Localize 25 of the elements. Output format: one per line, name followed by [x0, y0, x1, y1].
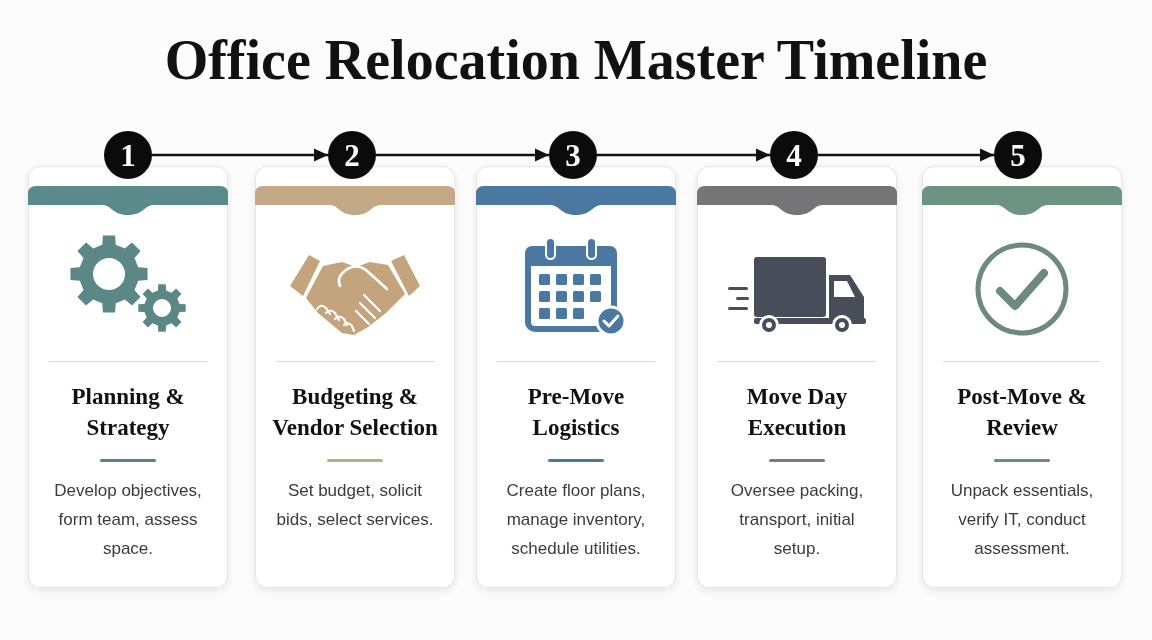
- step-description: Develop objectives, form team, assess space.: [53, 480, 203, 560]
- step-card: [922, 166, 1122, 588]
- arrow: [818, 148, 994, 162]
- step-heading: Post-Move & Review: [956, 383, 1088, 442]
- title: Office Relocation Master Timeline: [164, 28, 988, 92]
- step-number-circle: 4: [770, 131, 818, 179]
- step-heading: Planning & Strategy: [70, 383, 186, 442]
- step-description: Unpack essentials, verify IT, conduct assessment.: [949, 480, 1095, 560]
- step-description: Set budget, solicit bids, select services.: [275, 480, 435, 531]
- step-card: [28, 166, 228, 588]
- step-card: [697, 166, 897, 588]
- step-card: [476, 166, 676, 588]
- step-description: Create floor plans, manage inventory, schedule utilities.: [505, 480, 647, 560]
- arrow: [152, 148, 328, 162]
- arrow: [376, 148, 549, 162]
- arrow: [597, 148, 770, 162]
- step-number-circle: 5: [994, 131, 1042, 179]
- step-number-circle: 1: [104, 131, 152, 179]
- step-heading: Pre-Move Logistics: [526, 383, 626, 442]
- step-card: [255, 166, 455, 588]
- step-description: Oversee packing, transport, initial setup.: [729, 480, 865, 560]
- step-heading: Budgeting & Vendor Selection: [271, 383, 439, 442]
- step-number-circle: 2: [328, 131, 376, 179]
- step-heading: Move Day Execution: [745, 383, 849, 442]
- step-number-circle: 3: [549, 131, 597, 179]
